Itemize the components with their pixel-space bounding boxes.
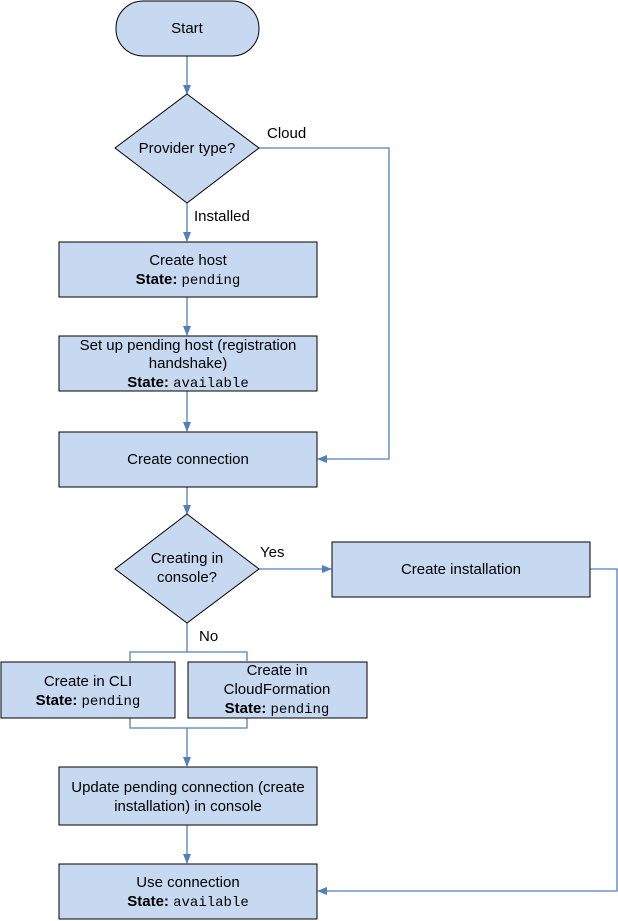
create-in-cloudformation-line1: Create in (247, 662, 308, 679)
create-installation-node: Create installation (331, 541, 591, 598)
update-pending-connection-node: Update pending connection (create instal… (58, 766, 318, 826)
setup-host-node: Set up pending host (registration handsh… (58, 335, 318, 392)
start-node: Start (115, 0, 260, 57)
provider-type-decision: Provider type? (114, 93, 260, 204)
connectors (129, 56, 618, 895)
edge-no-fork (129, 651, 248, 661)
edge-cloud-to-create-connection (259, 147, 390, 463)
use-connection-state: State: available (127, 893, 248, 911)
create-host-state: State: pending (136, 271, 241, 289)
use-connection-label: Use connection (136, 874, 239, 891)
edge-label-installed: Installed (194, 208, 250, 225)
setup-host-line2: handshake) (149, 355, 227, 372)
creating-in-console-line1: Creating in (151, 550, 224, 567)
use-connection-node: Use connection State: available (58, 863, 318, 920)
setup-host-line1: Set up pending host (registration (80, 337, 297, 354)
start-label: Start (171, 20, 204, 37)
edge-installation-to-use-connection (317, 568, 618, 895)
create-host-label: Create host (149, 252, 227, 269)
setup-host-state: State: available (127, 374, 248, 392)
create-installation-label: Create installation (401, 561, 521, 578)
creating-in-console-decision: Creating in console? (114, 513, 260, 624)
edge-label-cloud: Cloud (267, 125, 306, 142)
create-in-cloudformation-line2: CloudFormation (224, 681, 331, 698)
edge-label-yes: Yes (260, 544, 284, 561)
create-in-cli-node: Create in CLI State: pending (0, 661, 176, 719)
update-pending-line1: Update pending connection (create (71, 779, 305, 796)
creating-in-console-line2: console? (157, 569, 217, 586)
create-in-cloudformation-node: Create in CloudFormation State: pending (187, 661, 368, 719)
provider-type-label: Provider type? (139, 140, 236, 157)
create-in-cli-label: Create in CLI (44, 673, 132, 690)
create-connection-node: Create connection (58, 431, 318, 488)
edge-merge (129, 718, 248, 729)
update-pending-line2: installation) in console (114, 798, 262, 815)
create-connection-label: Create connection (127, 451, 249, 468)
create-host-node: Create host State: pending (58, 241, 318, 298)
create-in-cloudformation-state: State: pending (225, 700, 330, 718)
create-in-cli-state: State: pending (36, 692, 141, 710)
edge-label-no: No (199, 628, 218, 645)
